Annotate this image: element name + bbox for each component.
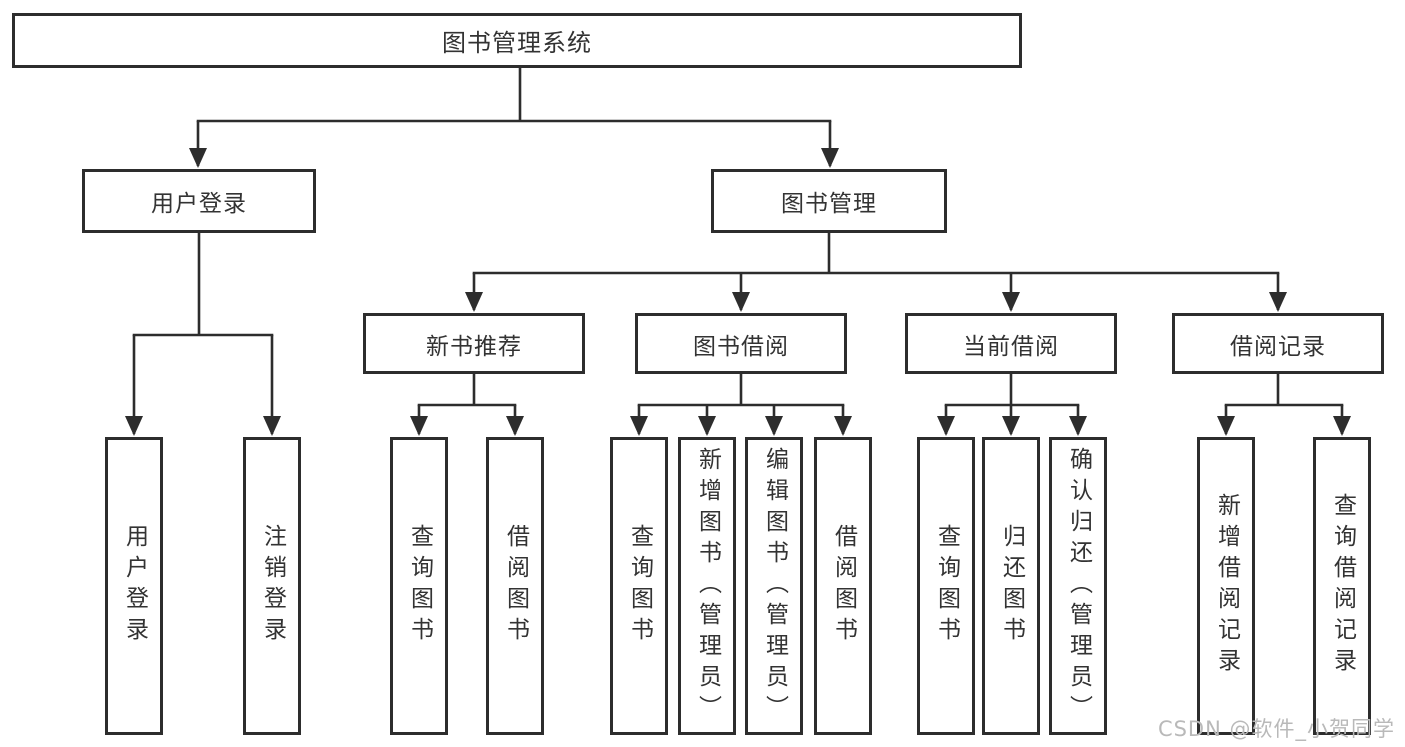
- connector-trunk-current-borrow: [944, 372, 1080, 407]
- connector-trunk-book-borrow: [637, 372, 845, 407]
- node-module-borrow-records: 借阅记录: [1172, 313, 1384, 374]
- leaf-bb-add-book-admin-label: 新增图书（管理员）: [694, 446, 721, 726]
- leaf-cb-return-book-label: 归还图书: [998, 524, 1025, 648]
- leaf-cb-confirm-return-admin: 确认归还（管理员）: [1049, 437, 1107, 735]
- node-root: 图书管理系统: [12, 13, 1022, 68]
- leaf-bb-edit-book-admin-label: 编辑图书（管理员）: [761, 446, 788, 726]
- node-user-login: 用户登录: [82, 169, 316, 233]
- leaf-bb-query-book-label: 查询图书: [626, 524, 653, 648]
- node-book-management: 图书管理: [711, 169, 947, 233]
- node-module-current-borrow: 当前借阅: [905, 313, 1117, 374]
- leaf-nb-borrow-book-label: 借阅图书: [502, 524, 529, 648]
- leaf-nb-query-book-label: 查询图书: [406, 524, 433, 648]
- csdn-watermark: CSDN @软件_小贺同学: [1157, 717, 1395, 741]
- leaf-bb-borrow-book-label: 借阅图书: [830, 524, 857, 648]
- leaf-cb-confirm-return-admin-label: 确认归还（管理员）: [1065, 446, 1092, 726]
- leaf-br-query-record: 查询借阅记录: [1313, 437, 1371, 735]
- node-module-book-borrow: 图书借阅: [635, 313, 847, 374]
- leaf-cb-query-book-label: 查询图书: [933, 524, 960, 648]
- leaf-nb-query-book: 查询图书: [390, 437, 448, 735]
- leaf-logout: 注销登录: [243, 437, 301, 735]
- leaf-user-login-label: 用户登录: [121, 524, 148, 648]
- connector-trunk-user-login: [132, 231, 274, 337]
- leaf-user-login: 用户登录: [105, 437, 163, 735]
- connector-trunk-book-management: [472, 231, 1280, 275]
- leaf-br-add-record-label: 新增借阅记录: [1213, 493, 1240, 679]
- leaf-cb-query-book: 查询图书: [917, 437, 975, 735]
- connector-trunk-root: [196, 66, 832, 123]
- leaf-bb-query-book: 查询图书: [610, 437, 668, 735]
- leaf-nb-borrow-book: 借阅图书: [486, 437, 544, 735]
- connector-trunk-borrow-records: [1224, 372, 1344, 407]
- leaf-bb-borrow-book: 借阅图书: [814, 437, 872, 735]
- connector-trunk-new-book: [417, 372, 517, 407]
- leaf-bb-add-book-admin: 新增图书（管理员）: [678, 437, 736, 735]
- leaf-br-query-record-label: 查询借阅记录: [1329, 493, 1356, 679]
- leaf-bb-edit-book-admin: 编辑图书（管理员）: [745, 437, 803, 735]
- leaf-cb-return-book: 归还图书: [982, 437, 1040, 735]
- leaf-logout-label: 注销登录: [259, 524, 286, 648]
- node-module-new-book-recommend: 新书推荐: [363, 313, 585, 374]
- leaf-br-add-record: 新增借阅记录: [1197, 437, 1255, 735]
